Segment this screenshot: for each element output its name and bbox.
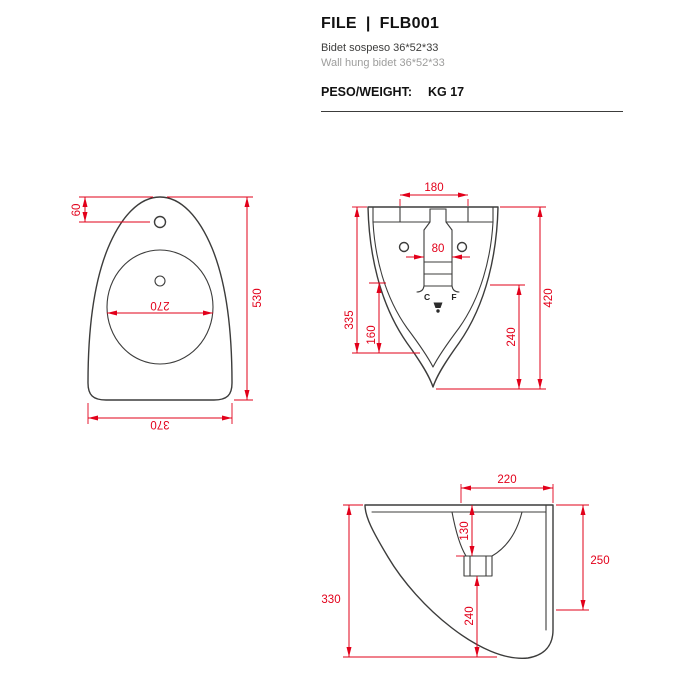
bidet-rear-outline xyxy=(367,206,499,388)
cold-water-label: F xyxy=(451,292,456,302)
rear-view-dimensions: 180 80 335 160 240 420 xyxy=(344,182,555,390)
dim-overall-width: 370 xyxy=(150,418,169,430)
dim-height-to-inlet: 335 xyxy=(344,310,356,329)
title-separator: | xyxy=(365,15,371,32)
bidet-side-outline xyxy=(364,504,554,659)
description-english: Wall hung bidet 36*52*33 xyxy=(321,57,445,69)
dim-basin-width: 270 xyxy=(150,299,169,311)
drain-symbol-icon xyxy=(433,302,443,308)
spec-header: FILE | FLB001 Bidet sospeso 36*52*33 Wal… xyxy=(321,15,623,112)
dim-height-lower: 240 xyxy=(506,327,518,346)
fixing-hole xyxy=(398,241,410,253)
dim-overall-depth: 530 xyxy=(252,288,264,307)
drain-shoulder xyxy=(445,221,453,231)
fixing-hole xyxy=(456,241,468,253)
dim-height-to-trap: 160 xyxy=(366,325,378,344)
drain-hook xyxy=(451,285,460,293)
top-view-geometry xyxy=(87,196,233,401)
side-view: 220 130 240 250 330 xyxy=(321,474,610,659)
dim-drain-width: 80 xyxy=(432,243,445,255)
basin-rim xyxy=(106,249,214,365)
dim-fixing-centres: 180 xyxy=(424,182,443,194)
rear-inner-contour xyxy=(372,221,494,368)
dim-drain-to-bottom: 240 xyxy=(464,606,476,625)
weight-label: PESO/WEIGHT: xyxy=(321,85,412,99)
dim-rim-to-drain: 130 xyxy=(459,521,471,540)
model-code: FLB001 xyxy=(379,15,440,32)
dim-wall-height: 250 xyxy=(590,555,609,567)
drain-hook xyxy=(416,285,425,293)
dim-tap-offset: 60 xyxy=(71,204,83,217)
header-divider xyxy=(321,111,623,112)
dim-depth-rear: 220 xyxy=(497,474,516,486)
description-italian: Bidet sospeso 36*52*33 xyxy=(321,42,439,54)
basin-funnel xyxy=(491,511,523,557)
weight-value: KG 17 xyxy=(427,85,465,99)
side-view-dimensions: 220 130 240 250 330 xyxy=(321,474,610,658)
rear-view-geometry xyxy=(367,206,499,388)
drain-fitting xyxy=(463,555,493,577)
hot-water-label: C xyxy=(424,292,430,302)
tap-hole xyxy=(153,215,167,229)
product-title: FILE | FLB001 xyxy=(321,15,623,33)
bidet-plan-outline xyxy=(87,196,233,401)
dim-height-overall: 420 xyxy=(543,288,555,307)
weight-row: PESO/WEIGHT: KG 17 xyxy=(321,85,623,99)
top-view-dimensions: 60 530 270 370 xyxy=(71,196,264,430)
drain-shoulder xyxy=(423,221,431,231)
dim-height-overall-side: 330 xyxy=(321,594,340,606)
top-view: 60 530 270 370 xyxy=(71,196,264,430)
series-name: FILE xyxy=(321,15,357,32)
rear-view: C F 180 80 335 160 240 420 xyxy=(344,182,555,390)
basin-funnel xyxy=(451,511,467,557)
overflow-hole xyxy=(154,275,166,287)
drain-symbol-dot xyxy=(436,309,440,313)
